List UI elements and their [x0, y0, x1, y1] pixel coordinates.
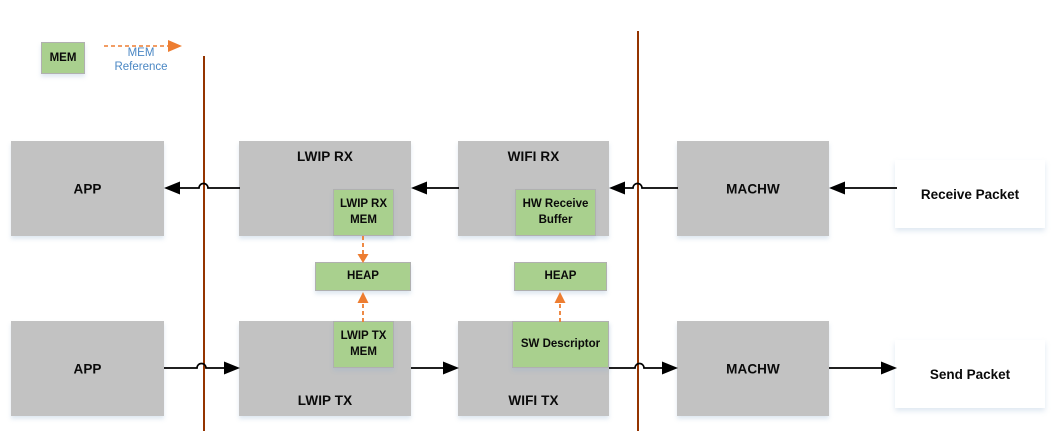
wifi-tx-label: WIFI TX	[508, 393, 559, 408]
arrow-machw-to-wifi-rx	[609, 181, 678, 195]
boundary-rule-left	[203, 56, 205, 431]
arrow-wifi-rx-to-lwip-rx	[411, 181, 459, 195]
rx-machw-block: MACHW	[677, 141, 829, 236]
receive-packet-label: Receive Packet	[920, 186, 1020, 202]
arrow-app-to-lwip-tx	[164, 361, 240, 375]
wifi-rx-label: WIFI RX	[507, 149, 560, 164]
tx-app-block: APP	[11, 321, 164, 416]
rx-app-label: APP	[73, 181, 102, 196]
lwip-rx-label: LWIP RX	[297, 149, 353, 164]
lwip-tx-mem-block: LWIP TX MEM	[333, 321, 394, 368]
arrow-wifi-tx-to-machw	[609, 361, 678, 375]
hw-receive-buffer-line2: Buffer	[538, 213, 573, 226]
tx-app-label: APP	[73, 361, 102, 376]
legend-mem-box: MEM	[41, 42, 85, 74]
tx-machw-label: MACHW	[726, 361, 780, 376]
legend-reference-line2: Reference	[114, 61, 168, 74]
hw-receive-buffer-block: HW Receive Buffer	[515, 189, 596, 236]
sw-descriptor-block: SW Descriptor	[512, 321, 609, 368]
arrow-machw-to-send-packet	[829, 361, 897, 375]
boundary-rule-right	[637, 31, 639, 431]
lwip-tx-mem-line2: MEM	[350, 345, 377, 358]
lwip-rx-heap-block: HEAP	[315, 262, 411, 291]
mem-ref-arrow-lwip-tx-mem-to-heap	[357, 292, 369, 322]
mem-ref-arrow-sw-descriptor-to-heap	[554, 292, 566, 322]
send-packet-label: Send Packet	[929, 366, 1011, 382]
receive-packet-box: Receive Packet	[895, 160, 1045, 228]
tx-machw-block: MACHW	[677, 321, 829, 416]
sw-descriptor-label: SW Descriptor	[520, 337, 601, 350]
send-packet-box: Send Packet	[895, 340, 1045, 408]
rx-machw-label: MACHW	[726, 181, 780, 196]
mem-ref-arrow-lwip-rx-mem-to-heap	[357, 236, 369, 263]
legend-reference-line1: MEM	[127, 47, 155, 59]
rx-app-block: APP	[11, 141, 164, 236]
lwip-rx-mem-line2: MEM	[350, 213, 377, 226]
legend-mem-label: MEM	[49, 52, 77, 64]
hw-receive-buffer-line1: HW Receive	[522, 197, 589, 210]
lwip-tx-mem-line1: LWIP TX	[340, 329, 387, 342]
arrow-lwip-rx-to-app	[164, 181, 240, 195]
lwip-tx-label: LWIP TX	[297, 393, 353, 408]
arrow-lwip-tx-to-wifi-tx	[411, 361, 459, 375]
arrow-receive-packet-to-machw	[829, 181, 897, 195]
wifi-rx-heap-block: HEAP	[514, 262, 607, 291]
lwip-rx-mem-line1: LWIP RX	[339, 197, 388, 210]
lwip-rx-heap-label: HEAP	[347, 269, 379, 282]
legend-reference-label: MEM Reference	[93, 46, 189, 75]
legend-dashed-arrow-icon	[104, 40, 182, 52]
wifi-rx-heap-label: HEAP	[544, 269, 577, 282]
lwip-rx-mem-block: LWIP RX MEM	[333, 189, 394, 236]
